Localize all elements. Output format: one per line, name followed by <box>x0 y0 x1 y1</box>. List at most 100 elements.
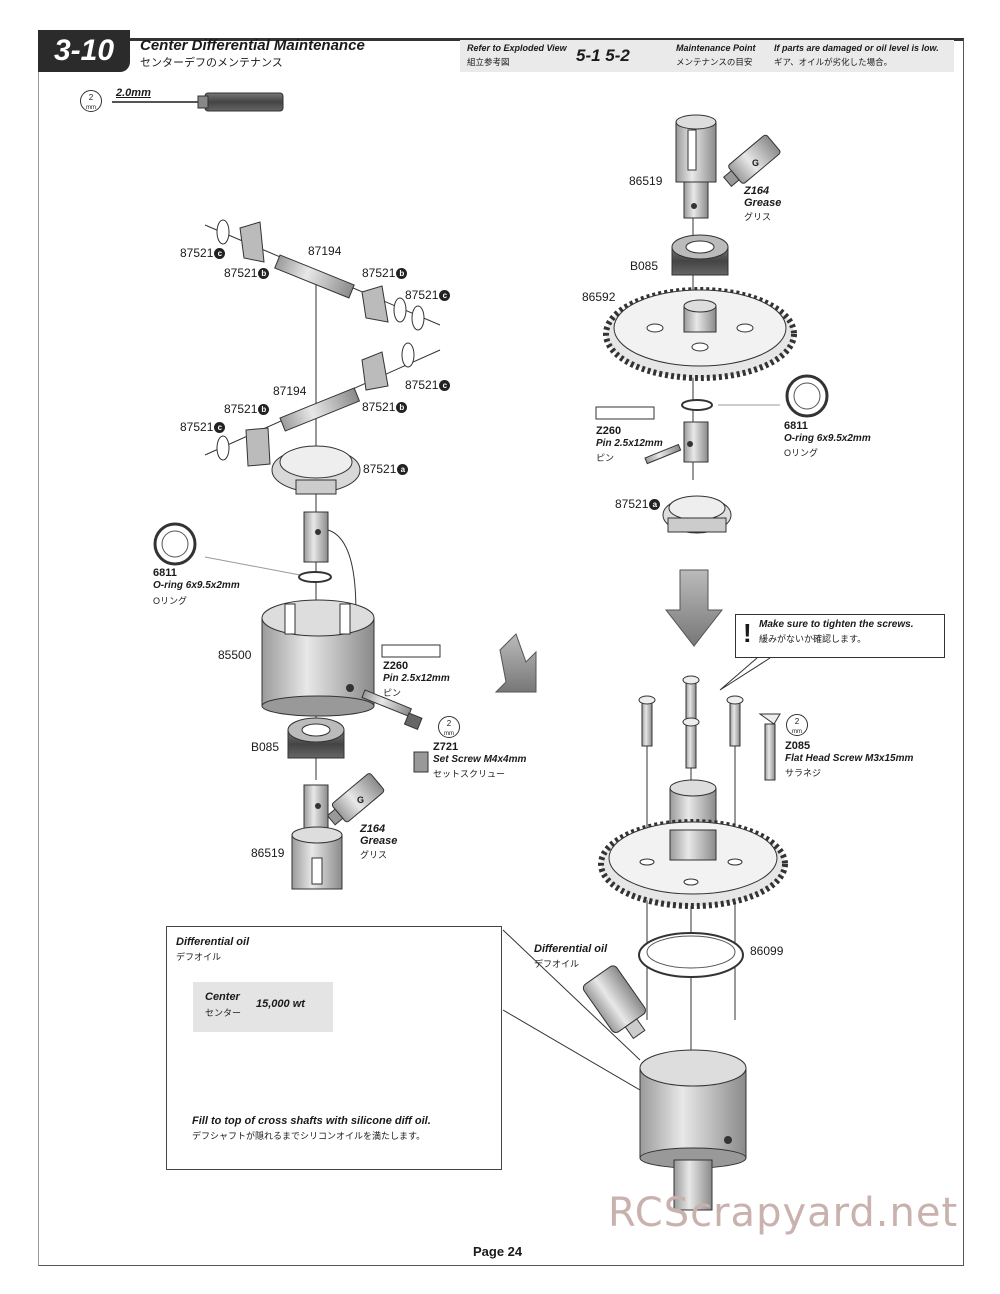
maintenance-label-jp: メンテナンスの目安 <box>676 57 753 67</box>
oring-left-jp: Oリング <box>153 596 188 606</box>
oil-bottle-icon <box>582 965 646 1040</box>
oil-label-right-jp: デフオイル <box>534 959 580 969</box>
grease-left-code: Z164 <box>360 823 386 835</box>
page-frame <box>38 38 964 1266</box>
grease-right-code: Z164 <box>744 185 770 197</box>
oring-right-code: 6811 <box>784 420 808 432</box>
gasket-86099 <box>638 932 744 978</box>
diff-case-right <box>639 1049 747 1211</box>
step-number-badge: 3-10 <box>38 30 130 72</box>
section-title-jp: センターデフのメンテナンス <box>140 57 283 69</box>
oil-spec-table <box>193 982 333 1032</box>
pin-left-code: Z260 <box>383 660 409 672</box>
screw-jp: サラネジ <box>785 768 822 778</box>
spur-gear-bottom <box>598 779 788 909</box>
oil-spec-row-label-jp: センター <box>205 1008 242 1018</box>
grease-right-jp: グリス <box>744 212 772 222</box>
bearing-right-label: B085 <box>630 259 659 273</box>
oil-spec-row-label: Center <box>205 991 240 1003</box>
grease-tube-left-icon <box>326 773 385 826</box>
oring-left-name: O-ring 6x9.5x2mm <box>153 580 240 591</box>
watermark: RCScrapyard.net <box>608 1190 959 1236</box>
bevel-gear-left <box>271 445 361 495</box>
spur-gear-top <box>603 287 797 381</box>
refer-values: 5-1 5-2 <box>576 46 630 65</box>
bevel-gear-right <box>662 495 732 534</box>
exclamation-icon: ! <box>743 618 752 648</box>
bearing-right <box>671 234 729 276</box>
page-number: Page 24 <box>473 1244 523 1259</box>
pin-right-jp: ピン <box>596 453 615 463</box>
grease-right-letter: G <box>752 158 760 168</box>
gasket-label: 86099 <box>750 944 784 958</box>
refer-label: Refer to Exploded View <box>467 43 567 53</box>
pin-left-name: Pin 2.5x12mm <box>383 673 450 684</box>
diff-case-left <box>261 599 375 717</box>
maintenance-desc-jp: ギア、オイルが劣化した場合。 <box>774 57 893 67</box>
diagonal-arrow-icon <box>494 633 537 693</box>
grease-left-letter: G <box>357 795 365 805</box>
bearing-left-label: B085 <box>251 740 280 754</box>
grease-left-jp: グリス <box>360 850 388 860</box>
refer-label-jp: 組立参考図 <box>467 57 510 67</box>
reference-bar <box>460 40 954 72</box>
inset-title-jp: デフオイル <box>176 952 222 962</box>
oil-label-right: Differential oil <box>534 943 608 955</box>
oil-inset-box <box>166 926 502 1170</box>
pin-right-name: Pin 2.5x12mm <box>596 438 663 449</box>
gear-86592-label: 86592 <box>582 290 616 304</box>
output-shaft-left <box>303 511 329 563</box>
inset-instruction: Fill to top of cross shafts with silicon… <box>192 1115 431 1127</box>
pin-right-code: Z260 <box>596 425 622 437</box>
drive-cup-left <box>291 784 343 890</box>
set-screw-code: Z721 <box>433 741 459 753</box>
screw-name: Flat Head Screw M3x15mm <box>785 753 914 764</box>
warning-note-jp: 緩みがないか確認します。 <box>759 634 867 644</box>
hex-driver-icon <box>112 92 284 112</box>
oring-right-jp: Oリング <box>784 448 819 458</box>
cup-right-label: 86519 <box>629 174 663 188</box>
grease-left-name: Grease <box>360 835 398 847</box>
set-screw-icon <box>413 751 429 773</box>
cross-shaft-lower <box>204 342 441 467</box>
tool-size-label: 2.0mm <box>116 87 151 99</box>
drive-cup-right <box>675 114 717 219</box>
section-title: Center Differential Maintenance <box>140 37 365 54</box>
cross-shaft-upper <box>204 219 441 331</box>
warning-note <box>735 614 945 658</box>
pin-left-jp: ピン <box>383 688 402 698</box>
oring-right-name: O-ring 6x9.5x2mm <box>784 433 871 444</box>
pin-icon-left <box>381 644 441 658</box>
case-85500: 85500 <box>218 648 252 662</box>
part-87194-2: 87194 <box>273 384 307 398</box>
inset-instruction-jp: デフシャフトが隠れるまでシリコンオイルを満たします。 <box>192 1131 426 1141</box>
oring-left-code: 6811 <box>153 567 177 579</box>
set-screw-name: Set Screw M4x4mm <box>433 754 527 765</box>
part-87194-1: 87194 <box>308 244 342 258</box>
grease-right-name: Grease <box>744 197 782 209</box>
down-arrow-icon <box>664 569 724 647</box>
warning-note-text: Make sure to tighten the screws. <box>759 619 914 630</box>
maintenance-desc: If parts are damaged or oil level is low… <box>774 43 939 53</box>
bearing-left <box>287 717 345 759</box>
set-screw-jp: セットスクリュー <box>433 769 506 779</box>
grease-tube-right-icon <box>722 134 781 188</box>
inset-title: Differential oil <box>176 936 250 948</box>
oil-spec-value: 15,000 wt <box>256 998 305 1010</box>
pin-icon-right <box>595 406 655 420</box>
cup-left-label: 86519 <box>251 846 285 860</box>
